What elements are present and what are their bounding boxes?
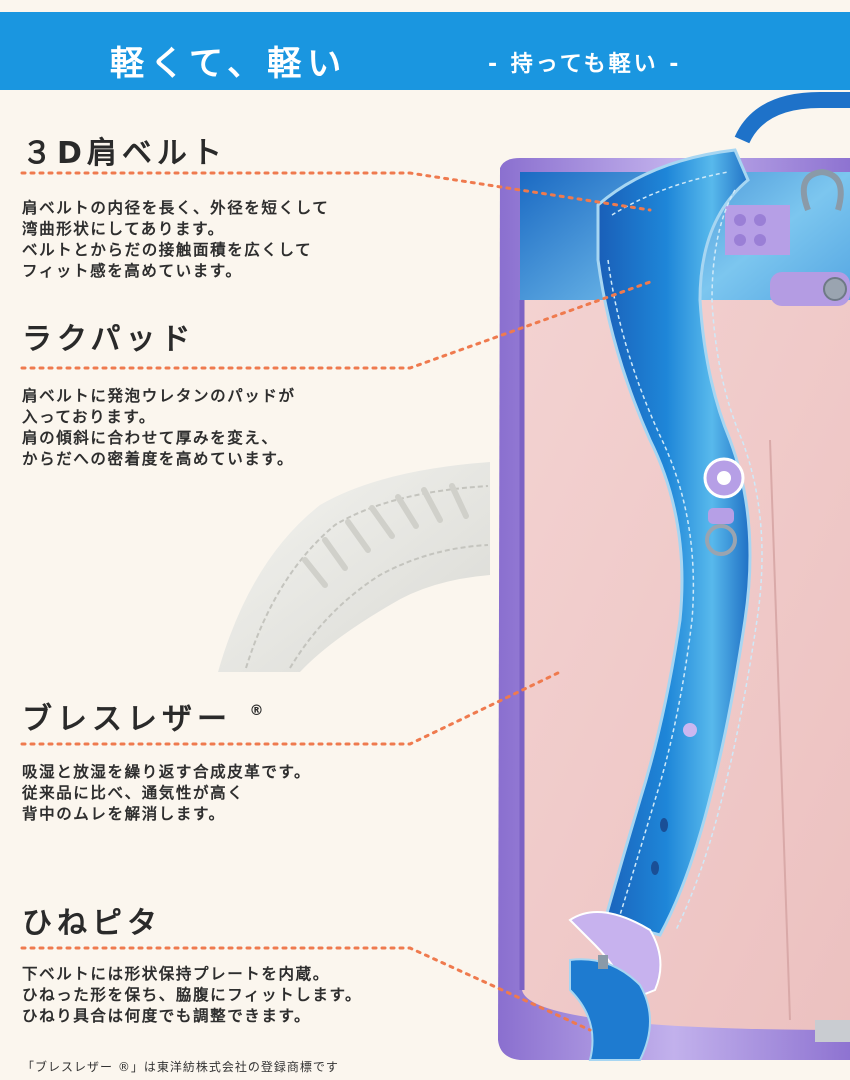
desc-line: ベルトとからだの接触面積を広くして <box>22 241 313 259</box>
leader-lines <box>20 171 652 1032</box>
desc-line: 下ベルトには形状保持プレートを内蔵。 <box>22 965 330 983</box>
desc-line: 従来品に比べ、通気性が高く <box>22 784 245 802</box>
feature-heading-breath-leather: ブレスレザー ® <box>22 694 268 738</box>
desc-line: ひねった形を保ち、脇腹にフィットします。 <box>22 986 363 1004</box>
top-margin <box>0 0 850 12</box>
desc-line: 背中のムレを解消します。 <box>22 805 226 823</box>
feature-desc-hinepita: 下ベルトには形状保持プレートを内蔵。 ひねった形を保ち、脇腹にフィットします。 … <box>22 964 362 1027</box>
shoulder-strap <box>568 148 763 1061</box>
feature-desc-3d-belt: 肩ベルトの内径を長く、外径を短くして 湾曲形状にしてあります。 ベルトとからだの… <box>22 198 329 282</box>
desc-line: 肩の傾斜に合わせて厚みを変え、 <box>22 429 279 447</box>
feature-heading-hinepita: ひねピタ <box>22 906 162 941</box>
desc-line: からだへの密着度を高めています。 <box>22 450 295 468</box>
foam-pad-image <box>218 462 490 672</box>
trademark-footnote: 「ブレスレザー ®」は東洋紡株式会社の登録商標です <box>22 1060 339 1074</box>
feature-heading-raku-pad: ラクパッド <box>22 322 196 357</box>
feature-desc-raku-pad: 肩ベルトに発泡ウレタンのパッドが 入っております。 肩の傾斜に合わせて厚みを変え… <box>22 386 296 470</box>
desc-line: 湾曲形状にしてあります。 <box>22 220 225 238</box>
registered-mark: ® <box>249 703 269 719</box>
desc-line: ひねり具合は何度でも調整できます。 <box>22 1007 312 1025</box>
desc-line: フィット感を高めています。 <box>22 262 243 280</box>
desc-line: 吸湿と放湿を繰り返す合成皮革です。 <box>22 763 312 781</box>
backpack-strap-illustration <box>20 92 850 1061</box>
desc-line: 肩ベルトの内径を長く、外径を短くして <box>22 199 330 217</box>
feature-heading-text: ブレスレザー <box>22 702 232 737</box>
header-banner: 軽くて、軽い - 持っても軽い - <box>0 12 850 90</box>
feature-heading-3d-belt: ３D肩ベルト <box>22 136 227 171</box>
banner-title: 軽くて、軽い <box>110 44 348 84</box>
banner-subtitle: - 持っても軽い - <box>488 52 682 77</box>
feature-desc-breath-leather: 吸湿と放湿を繰り返す合成皮革です。 従来品に比べ、通気性が高く 背中のムレを解消… <box>22 762 311 825</box>
desc-line: 入っております。 <box>22 408 157 426</box>
desc-line: 肩ベルトに発泡ウレタンのパッドが <box>22 387 296 405</box>
